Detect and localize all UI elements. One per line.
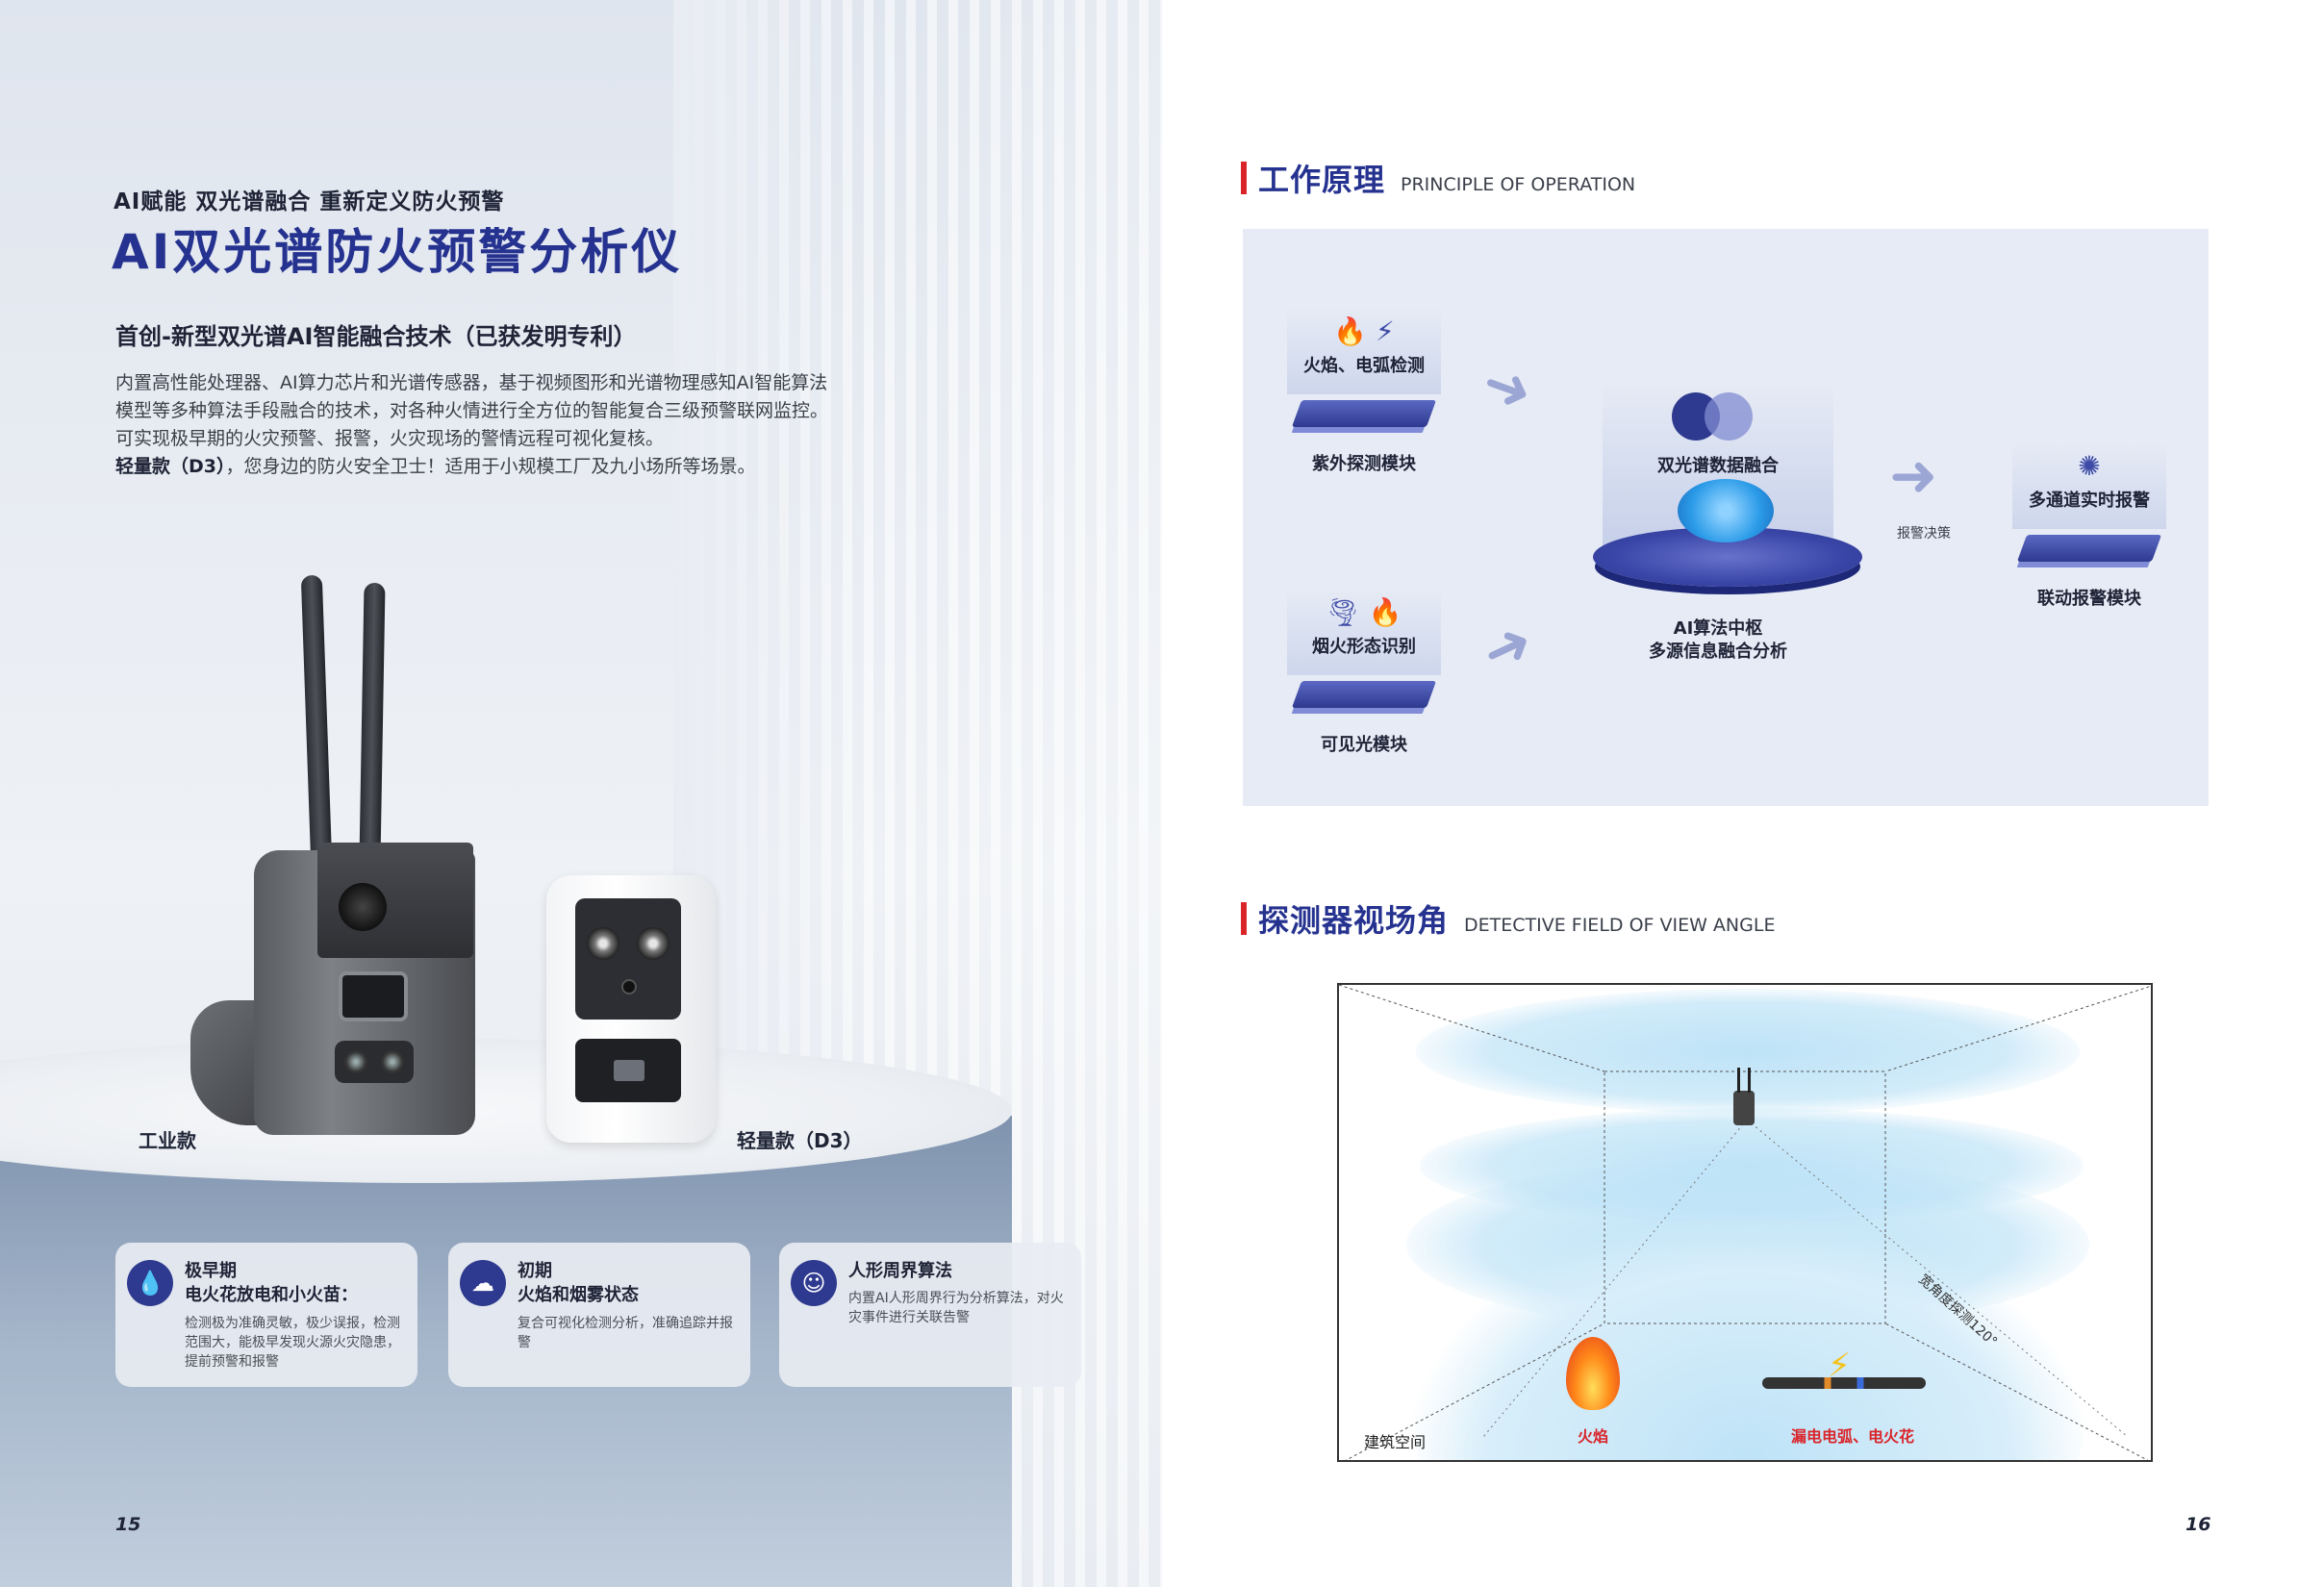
arrow-icon: ➜ bbox=[1471, 606, 1544, 689]
product-stage bbox=[0, 1039, 1012, 1183]
field-of-view-diagram: ⚡ 宽角度探测120° 建筑空间 火焰 漏电电弧、电火花 bbox=[1337, 983, 2153, 1462]
alarm-module: ✺ 多通道实时报警 联动报警模块 bbox=[2012, 442, 2166, 610]
module-title: 火焰、电弧检测 bbox=[1303, 356, 1425, 376]
spark-icon: ⚡ bbox=[1828, 1347, 1851, 1385]
fire-drop-icon: 💧 bbox=[127, 1260, 173, 1306]
principle-diagram: 🔥 ⚡ 火焰、电弧检测 紫外探测模块 🌪 🔥 烟火形态识别 可见光模块 ➜ ➜ bbox=[1243, 229, 2209, 806]
uv-module: 🔥 ⚡ 火焰、电弧检测 紫外探测模块 bbox=[1287, 308, 1441, 475]
intro-line: 轻量款（D3），您身边的防火安全卫士！适用于小规模工厂及九小场所等场景。 bbox=[115, 453, 914, 481]
fusion-label: AI算法中枢 多源信息融合分析 bbox=[1603, 617, 1833, 664]
left-page: AI赋能 双光谱融合 重新定义防火预警 AI双光谱防火预警分析仪 首创-新型双光… bbox=[0, 0, 1162, 1587]
circle bbox=[1705, 392, 1753, 441]
intro-line: 可实现极早期的火灾预警、报警，火灾现场的警情远程可视化复核。 bbox=[115, 428, 665, 449]
feature-card-perimeter: ☺ 人形周界算法 内置AI人形周界行为分析算法，对火灾事件进行关联告警 bbox=[779, 1243, 1081, 1387]
card-desc: 检测极为准确灵敏，极少误报，检测范围大，能极早发现火源火灾隐患，提前预警和报警 bbox=[185, 1316, 400, 1370]
visible-module: 🌪 🔥 烟火形态识别 可见光模块 bbox=[1287, 589, 1441, 756]
tagline: AI赋能 双光谱融合 重新定义防火预警 bbox=[114, 189, 505, 214]
product-label-industrial: 工业款 bbox=[139, 1129, 196, 1152]
sensor bbox=[614, 1060, 644, 1081]
smoke-icon: ☁ bbox=[460, 1260, 506, 1306]
module-title: 多通道实时报警 bbox=[2029, 491, 2150, 511]
heading-bar bbox=[1241, 162, 1247, 194]
fusion-label-line: 多源信息融合分析 bbox=[1649, 642, 1787, 662]
card-desc: 内置AI人形周界行为分析算法，对火灾事件进行关联告警 bbox=[848, 1291, 1064, 1325]
lens bbox=[587, 927, 619, 960]
module-label: 联动报警模块 bbox=[2037, 589, 2141, 609]
antenna-left bbox=[300, 574, 333, 865]
arrow-icon: ➜ bbox=[1889, 442, 1938, 510]
heading-en: DETECTIVE FIELD OF VIEW ANGLE bbox=[1464, 915, 1776, 936]
detector-icon bbox=[1733, 1068, 1755, 1125]
camera-sensor-window bbox=[339, 971, 408, 1021]
card-stage: 极早期 bbox=[185, 1261, 237, 1281]
lens bbox=[344, 1050, 367, 1073]
flame-icon bbox=[1566, 1337, 1620, 1410]
network-icon: ✺ bbox=[2078, 450, 2101, 482]
fusion-title: 双光谱数据融合 bbox=[1657, 456, 1779, 476]
intro-line: 内置高性能处理器、AI算力芯片和光谱传感器，基于视频图形和光谱物理感知AI智能算… bbox=[115, 372, 828, 393]
card-headline: 电火花放电和小火苗： bbox=[185, 1285, 358, 1305]
section-heading-principle: 工作原理 PRINCIPLE OF OPERATION bbox=[1241, 156, 1635, 200]
brain-icon bbox=[1678, 479, 1774, 542]
module-header: 🔥 ⚡ 火焰、电弧检测 bbox=[1287, 308, 1441, 394]
intro-line: 模型等多种算法手段融合的技术，对各种火情进行全方位的智能复合三级预警联网监控。 bbox=[115, 400, 829, 421]
subtitle: 首创-新型双光谱AI智能融合技术（已获发明专利） bbox=[115, 323, 637, 350]
card-headline: 火焰和烟雾状态 bbox=[518, 1285, 639, 1305]
person-icon: ☺ bbox=[791, 1260, 837, 1306]
heading-cn: 工作原理 bbox=[1258, 162, 1386, 198]
camera-lens bbox=[339, 883, 387, 931]
module-header: ✺ 多通道实时报警 bbox=[2012, 442, 2166, 529]
intro-text: 内置高性能处理器、AI算力芯片和光谱传感器，基于视频图形和光谱物理感知AI智能算… bbox=[115, 369, 914, 481]
heading-en: PRINCIPLE OF OPERATION bbox=[1401, 174, 1636, 195]
flame-lightning-icon: 🔥 ⚡ bbox=[1333, 315, 1395, 347]
lens bbox=[381, 1050, 404, 1073]
page-number-left: 15 bbox=[115, 1514, 141, 1535]
page-title: AI双光谱防火预警分析仪 bbox=[112, 224, 683, 280]
antenna-right bbox=[359, 582, 386, 863]
camera-lens-pair bbox=[335, 1041, 414, 1083]
space-label: 建筑空间 bbox=[1364, 1433, 1427, 1451]
intro-bold: 轻量款（D3） bbox=[115, 456, 226, 477]
module-plate bbox=[1291, 400, 1437, 427]
heading-bar bbox=[1241, 902, 1247, 935]
module-plate bbox=[1291, 681, 1437, 708]
card-stage: 人形周界算法 bbox=[848, 1261, 952, 1281]
lens bbox=[637, 927, 669, 960]
heading-cn: 探测器视场角 bbox=[1258, 902, 1450, 939]
module-label: 紫外探测模块 bbox=[1312, 454, 1416, 474]
page-number-right: 16 bbox=[2185, 1514, 2211, 1535]
lens-small bbox=[621, 979, 637, 995]
cable-icon bbox=[1762, 1377, 1926, 1389]
smoke-flame-icon: 🌪 🔥 bbox=[1326, 596, 1402, 628]
flame-label: 火焰 bbox=[1578, 1427, 1609, 1446]
decision-label: 报警决策 bbox=[1897, 526, 1951, 542]
card-stage: 初期 bbox=[518, 1261, 552, 1281]
module-plate bbox=[2016, 535, 2162, 562]
right-page: 工作原理 PRINCIPLE OF OPERATION 🔥 ⚡ 火焰、电弧检测 … bbox=[1162, 0, 2324, 1587]
module-label: 可见光模块 bbox=[1321, 735, 1407, 755]
overlap-circles-icon bbox=[1672, 392, 1768, 441]
d3-sensor-panel bbox=[575, 1039, 681, 1102]
fusion-label-line: AI算法中枢 bbox=[1673, 618, 1763, 639]
module-header: 🌪 🔥 烟火形态识别 bbox=[1287, 589, 1441, 675]
card-desc: 复合可视化检测分析，准确追踪并报警 bbox=[518, 1316, 733, 1350]
arrow-icon: ➜ bbox=[1473, 347, 1542, 428]
d3-lens-panel bbox=[575, 898, 681, 1020]
feature-card-early: 💧 极早期 电火花放电和小火苗： 检测极为准确灵敏，极少误报，检测范围大，能极早… bbox=[115, 1243, 417, 1387]
spark-label: 漏电电弧、电火花 bbox=[1791, 1427, 1915, 1446]
module-title: 烟火形态识别 bbox=[1312, 637, 1416, 657]
perspective-lines bbox=[1339, 985, 2151, 1460]
intro-last: ，您身边的防火安全卫士！适用于小规模工厂及九小场所等场景。 bbox=[225, 456, 756, 477]
section-heading-fov: 探测器视场角 DETECTIVE FIELD OF VIEW ANGLE bbox=[1241, 896, 1775, 941]
product-label-light: 轻量款（D3） bbox=[737, 1129, 863, 1152]
feature-card-initial: ☁ 初期 火焰和烟雾状态 复合可视化检测分析，准确追踪并报警 bbox=[448, 1243, 750, 1387]
